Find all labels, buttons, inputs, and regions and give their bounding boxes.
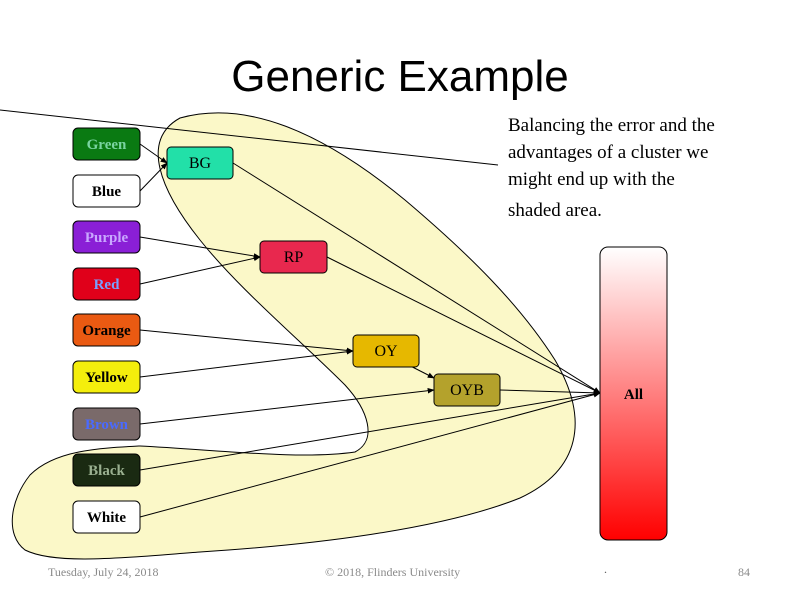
edge-blue-bg <box>139 162 168 192</box>
leaf-node-red: Red <box>72 267 141 301</box>
leaf-nodes: GreenBluePurpleRedOrangeYellowBrownBlack… <box>72 127 141 534</box>
edge-yellow-oy <box>139 348 354 378</box>
leaf-node-box <box>72 500 141 534</box>
leaf-node-box <box>72 313 141 347</box>
edges <box>139 143 601 518</box>
leaf-node-label: Red <box>94 277 120 293</box>
leaf-node-label: Orange <box>82 323 131 339</box>
cluster-nodes: BG RP OY OYB <box>166 146 501 407</box>
edge-black-all <box>139 391 601 471</box>
leaf-node-box <box>72 127 141 161</box>
cluster-node-box <box>352 334 420 368</box>
cluster-node-rp: RP <box>259 240 328 274</box>
leaf-node-label: Blue <box>92 184 122 200</box>
cluster-node-oyb: OYB <box>433 373 501 407</box>
footer-page-number: 84 <box>738 565 750 579</box>
leaf-node-label: Black <box>88 463 125 479</box>
leaf-node-box <box>72 174 141 208</box>
leaf-node-box <box>72 407 141 441</box>
footer-copyright: © 2018, Flinders University <box>325 565 461 579</box>
note-line: might end up with the <box>508 169 675 190</box>
note-line: advantages of a cluster we <box>508 142 709 163</box>
cluster-node-box <box>259 240 328 274</box>
cluster-node-oy: OY <box>352 334 420 368</box>
leaf-node-label: Green <box>87 137 127 153</box>
leaf-node-label: White <box>87 510 127 526</box>
footer-date: Tuesday, July 24, 2018 <box>48 565 159 579</box>
edge-oyb-all <box>499 389 601 396</box>
edge-rp-all <box>326 256 601 394</box>
leaf-node-box <box>72 453 141 487</box>
leaf-node-purple: Purple <box>72 220 141 254</box>
leaf-node-white: White <box>72 500 141 534</box>
root-all-label: All <box>624 387 643 403</box>
leaf-node-black: Black <box>72 453 141 487</box>
edge-orange-oy <box>139 329 354 354</box>
edge-purple-rp <box>139 236 261 259</box>
pointer-line <box>0 109 499 166</box>
edge-red-rp <box>139 255 261 285</box>
note-line: Balancing the error and the <box>508 115 715 136</box>
edge-bg-all <box>232 162 601 394</box>
cluster-node-label: OYB <box>450 382 484 399</box>
footer-dot: . <box>604 562 607 576</box>
cluster-node-box <box>166 146 234 180</box>
edge-white-all <box>139 391 601 518</box>
cluster-node-label: RP <box>284 249 304 266</box>
cluster-node-box <box>433 373 501 407</box>
leaf-node-box <box>72 267 141 301</box>
leaf-node-yellow: Yellow <box>72 360 141 394</box>
note-line: shaded area. <box>508 200 602 221</box>
page-title: Generic Example <box>231 52 569 101</box>
leaf-node-label: Yellow <box>85 370 128 386</box>
cluster-node-bg: BG <box>166 146 234 180</box>
edge-oy-oyb <box>412 366 435 379</box>
edge-green-bg <box>139 143 168 164</box>
leaf-node-box <box>72 360 141 394</box>
note-text: Balancing the error and the advantages o… <box>508 112 778 224</box>
leaf-node-box <box>72 220 141 254</box>
leaf-node-blue: Blue <box>72 174 141 208</box>
leaf-node-brown: Brown <box>72 407 141 441</box>
cluster-node-label: OY <box>374 343 398 360</box>
shaded-area <box>11 112 576 560</box>
cluster-node-label: BG <box>189 155 212 172</box>
edge-brown-oyb <box>139 387 435 425</box>
root-all-box <box>599 246 668 541</box>
leaf-node-label: Purple <box>85 230 129 246</box>
leaf-node-green: Green <box>72 127 141 161</box>
leaf-node-label: Brown <box>85 417 129 433</box>
leaf-node-orange: Orange <box>72 313 141 347</box>
